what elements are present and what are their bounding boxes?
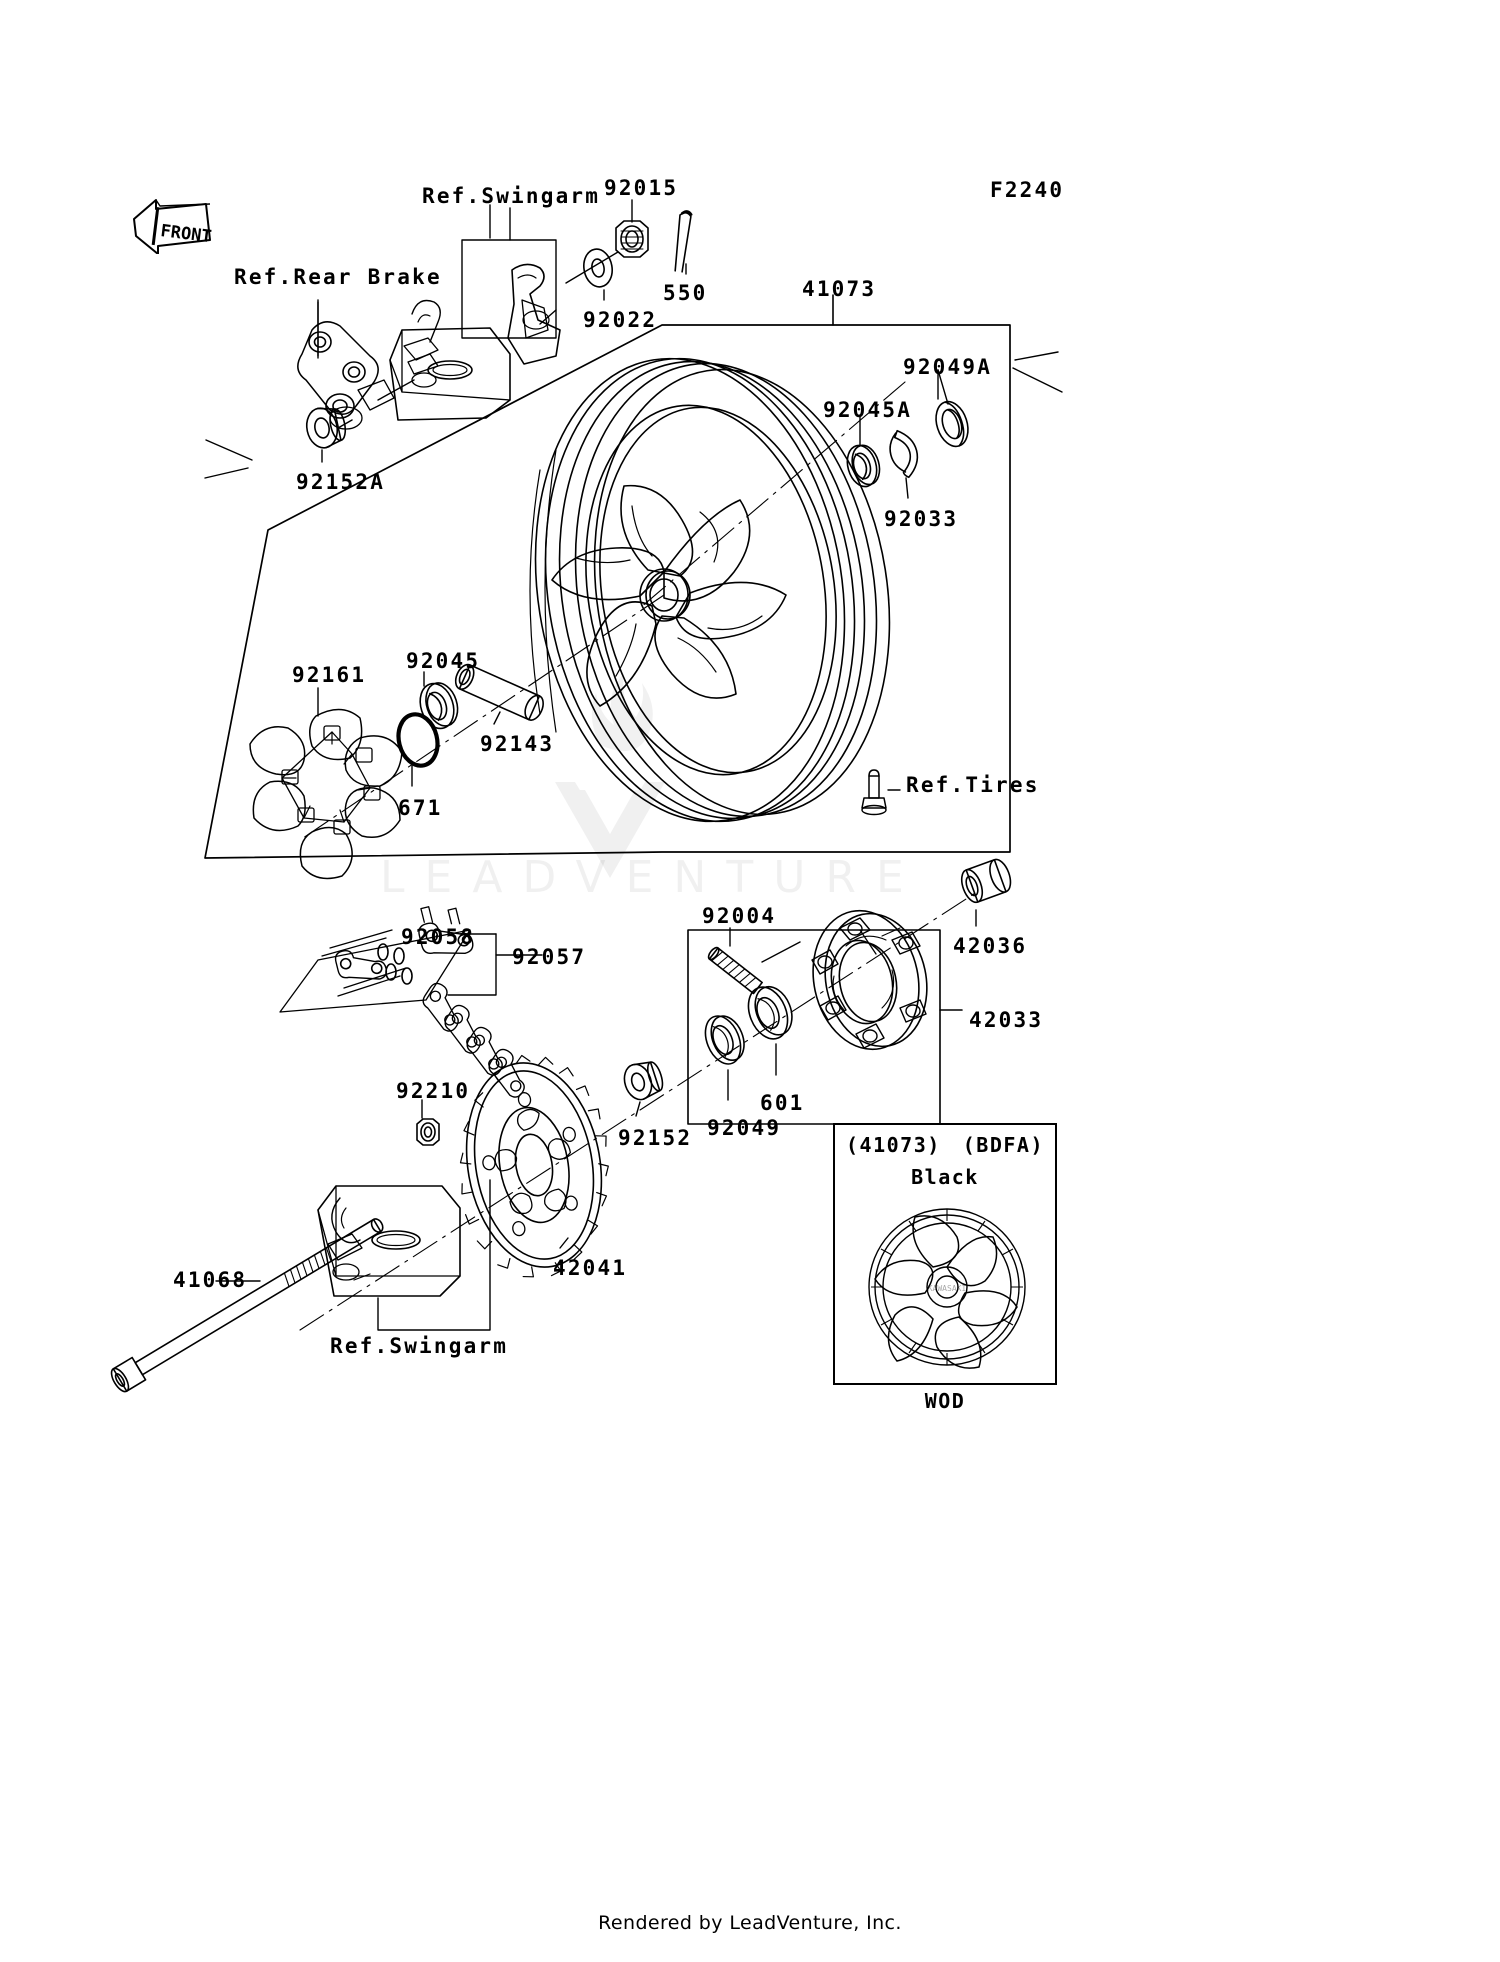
diagram-code: F2240 [990,178,1065,202]
callout-92057: 92057 [512,945,587,969]
callout-92022: 92022 [583,308,658,332]
callout-42036: 42036 [953,934,1028,958]
svg-text:KAWASAKI: KAWASAKI [928,1284,967,1293]
callout-41068: 41068 [173,1268,248,1292]
watermark-text: LEADVENTURE [380,852,924,903]
callout-41073: 41073 [802,277,877,301]
render-credit-footer: Rendered by LeadVenture, Inc. [598,1912,902,1934]
callout-92152: 92152 [618,1126,693,1150]
inset-wheel-drawing: KAWASAKI [868,1208,1026,1369]
callout-92004: 92004 [702,904,777,928]
wheel-color-variant-inset: (41073) (BDFA) Black [833,1123,1057,1413]
callout-92058: 92058 [401,925,476,949]
ref-rear-brake-label: Ref.Rear Brake [234,265,442,289]
callout-92045: 92045 [406,649,481,673]
callout-92015: 92015 [604,176,679,200]
callout-92033: 92033 [884,507,959,531]
ref-tires-label: Ref.Tires [906,773,1040,797]
callout-92049A: 92049A [903,355,993,379]
inset-part-number: (41073) [845,1133,941,1157]
callout-92049: 92049 [707,1116,782,1140]
callout-601: 601 [760,1091,805,1115]
callout-671: 671 [398,796,443,820]
ref-swingarm-bottom-label: Ref.Swingarm [330,1334,509,1358]
ref-swingarm-top-label: Ref.Swingarm [422,184,601,208]
callout-92152A: 92152A [296,470,386,494]
front-direction-badge: FRONT [130,192,214,255]
inset-variant-code: (BDFA) [962,1133,1044,1157]
callout-550: 550 [663,281,708,305]
callout-42041: 42041 [553,1256,628,1280]
callout-92143: 92143 [480,732,555,756]
callout-92045A: 92045A [823,398,913,422]
inset-color-label: Black [911,1165,979,1189]
callout-92210: 92210 [396,1079,471,1103]
inset-footer-code: WOD [924,1389,966,1413]
callout-92161: 92161 [292,663,367,687]
callout-42033: 42033 [969,1008,1044,1032]
